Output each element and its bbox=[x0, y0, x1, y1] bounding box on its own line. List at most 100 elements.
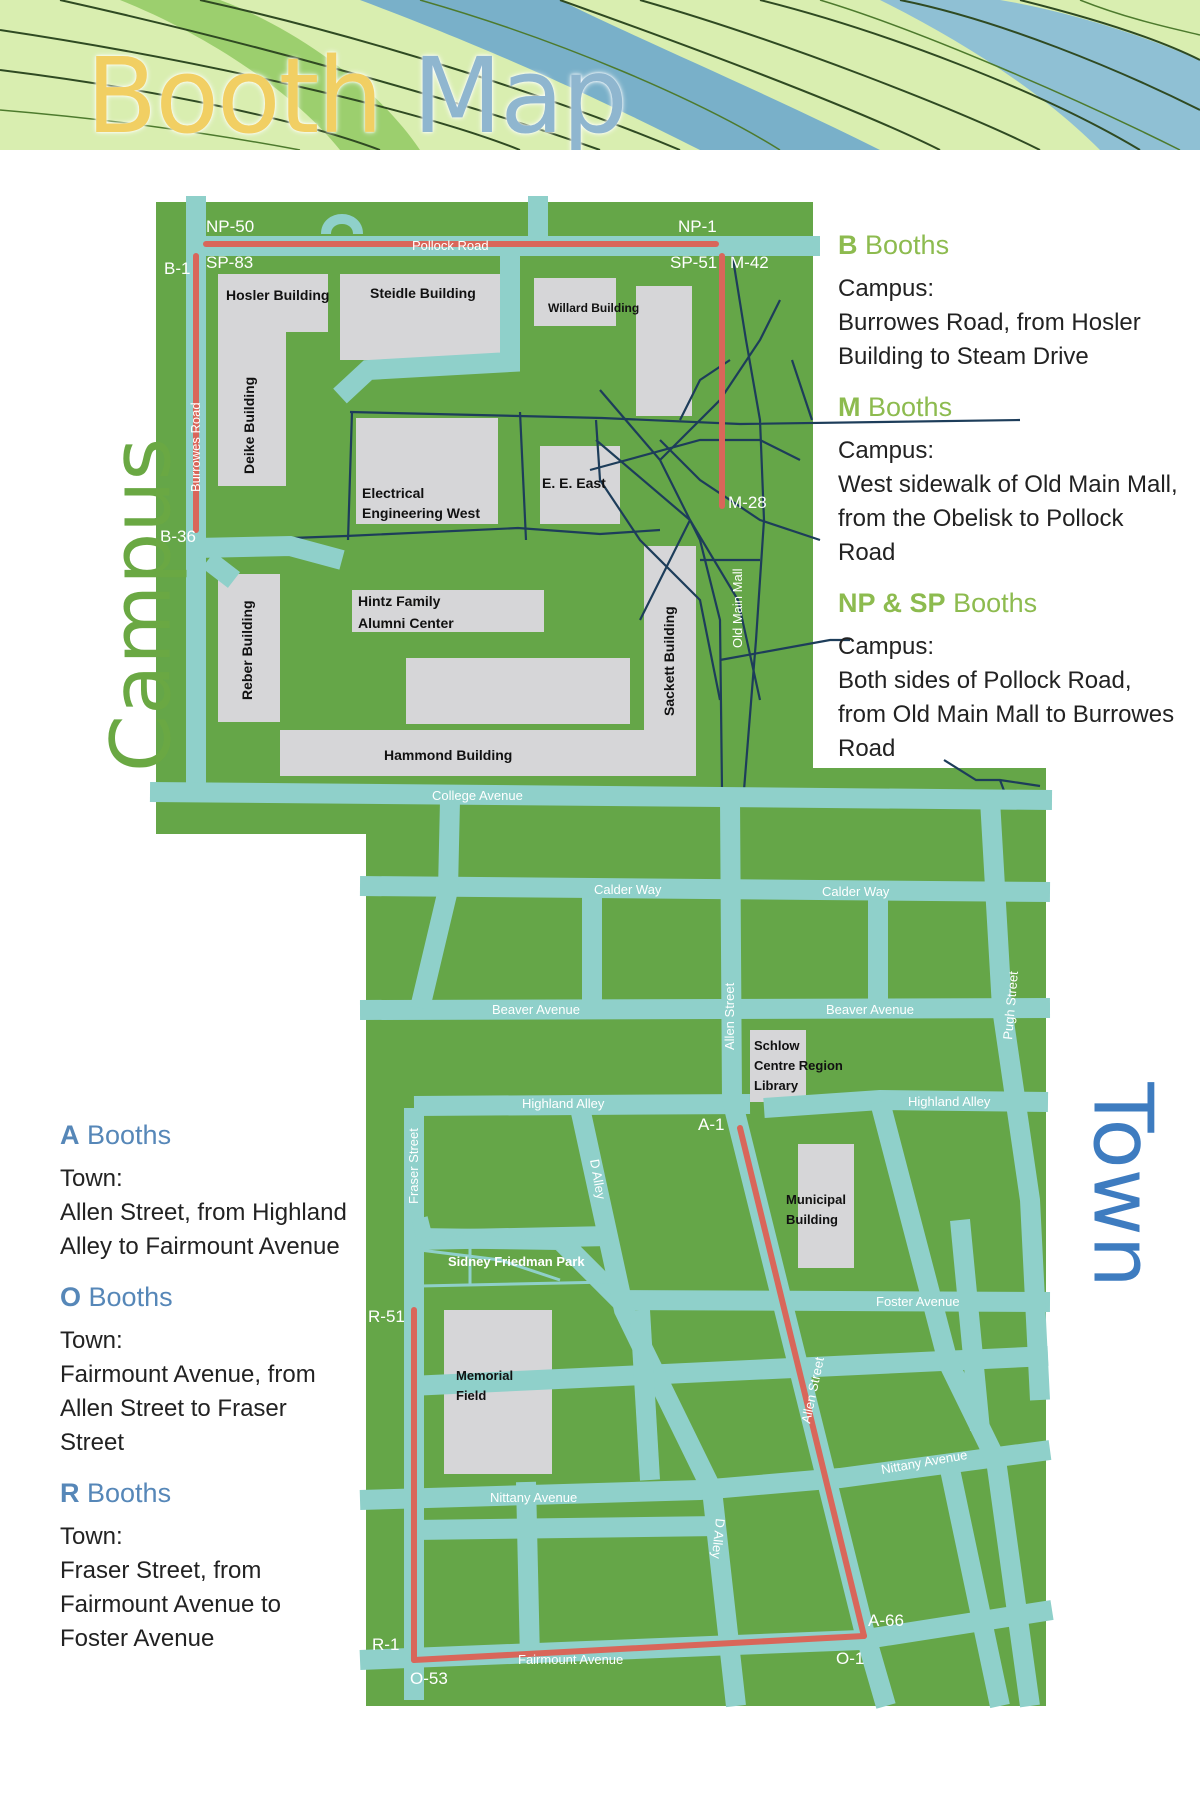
legend-m-word: Booths bbox=[868, 392, 953, 422]
title-word-map: Map bbox=[412, 35, 627, 150]
eew-building bbox=[356, 418, 498, 524]
legend-b-desc: Burrowes Road, from Hosler Building to S… bbox=[838, 309, 1141, 370]
a-route bbox=[737, 1125, 867, 1639]
legend-a-word: Booths bbox=[87, 1120, 172, 1150]
label-memorial-2: Field bbox=[456, 1388, 486, 1403]
legend-b-area: Campus: bbox=[838, 275, 935, 302]
label-eew-1: Electrical bbox=[362, 485, 424, 501]
header-banner: Booth Map bbox=[0, 0, 1200, 150]
label-hintz-2: Alumni Center bbox=[358, 615, 454, 631]
legend-r-area: Town: bbox=[60, 1523, 123, 1550]
label-hammond: Hammond Building bbox=[384, 747, 512, 763]
town-legend: A Booths Town: Allen Street, from Highla… bbox=[60, 1118, 350, 1672]
legend-r-letter: R bbox=[60, 1478, 80, 1508]
legend-npsp-letter: NP & SP bbox=[838, 588, 946, 618]
pugh-street bbox=[980, 799, 1050, 1401]
label-beaver-2: Beaver Avenue bbox=[826, 1002, 914, 1017]
label-deike: Deike Building bbox=[241, 377, 257, 474]
label-college: College Avenue bbox=[432, 788, 523, 803]
label-hosler: Hosler Building bbox=[226, 287, 329, 303]
label-burrowes: Burrowes Road bbox=[188, 402, 203, 492]
d-alley bbox=[570, 1105, 746, 1708]
label-allen-1: Allen Street bbox=[722, 982, 737, 1050]
pollock-loop bbox=[321, 214, 363, 235]
marker-a66: A-66 bbox=[868, 1611, 904, 1630]
calder-way bbox=[359, 876, 1051, 902]
marker-a1: A-1 bbox=[698, 1115, 724, 1134]
eeeast-building bbox=[540, 446, 620, 524]
legend-r-desc: Fraser Street, from Fairmount Avenue to … bbox=[60, 1557, 282, 1652]
marker-b1: B-1 bbox=[164, 259, 190, 278]
legend-m-area: Campus: bbox=[838, 437, 935, 464]
label-eeeast: E. E. East bbox=[542, 475, 606, 491]
label-calder-1: Calder Way bbox=[594, 882, 662, 897]
marker-m28: M-28 bbox=[728, 493, 767, 512]
legend-a-letter: A bbox=[60, 1120, 80, 1150]
label-park: Sidney Friedman Park bbox=[448, 1254, 585, 1269]
hintz-building bbox=[352, 590, 544, 632]
label-schlow-3: Library bbox=[754, 1078, 799, 1093]
label-fairmount: Fairmount Avenue bbox=[518, 1652, 623, 1667]
label-reber: Reber Building bbox=[239, 600, 255, 700]
legend-o-letter: O bbox=[60, 1282, 82, 1312]
building-labels: Hosler Building Steidle Building Willard… bbox=[226, 285, 846, 1403]
campus-legend: B Booths Campus: Burrowes Road, from Hos… bbox=[838, 228, 1178, 782]
legend-o-word: Booths bbox=[88, 1282, 173, 1312]
label-fraser: Fraser Street bbox=[406, 1128, 421, 1204]
beaver-avenue bbox=[359, 998, 1051, 1020]
legend-m-desc: West sidewalk of Old Main Mall, from the… bbox=[838, 471, 1178, 566]
label-municipal-1: Municipal bbox=[786, 1192, 846, 1207]
municipal-building bbox=[798, 1144, 854, 1268]
label-steidle: Steidle Building bbox=[370, 285, 476, 301]
legend-npsp: NP & SP Booths Campus: Both sides of Pol… bbox=[838, 586, 1178, 766]
label-municipal-2: Building bbox=[786, 1212, 838, 1227]
label-highland-1: Highland Alley bbox=[522, 1096, 605, 1111]
legend-npsp-word: Booths bbox=[953, 588, 1038, 618]
palm-leaf-banner bbox=[0, 0, 1200, 150]
label-calder-2: Calder Way bbox=[822, 884, 890, 899]
campus-side-label: Campus bbox=[94, 437, 190, 773]
street-labels: Pollock Road Burrowes Road Old Main Mall… bbox=[188, 238, 1021, 1667]
highland-alley bbox=[413, 1094, 751, 1116]
label-eew-2: Engineering West bbox=[362, 505, 480, 521]
legend-o: O Booths Town: Fairmount Avenue, from Al… bbox=[60, 1280, 350, 1460]
college-avenue bbox=[149, 782, 1053, 810]
deike-building bbox=[218, 330, 286, 486]
label-beaver-1: Beaver Avenue bbox=[492, 1002, 580, 1017]
buildings bbox=[218, 274, 854, 1474]
willard-building-wing bbox=[636, 286, 692, 416]
o-route bbox=[411, 1633, 867, 1663]
legend-b-letter: B bbox=[838, 230, 858, 260]
lab-building bbox=[406, 658, 630, 724]
page-title: Booth Map bbox=[86, 35, 628, 150]
marker-sp83: SP-83 bbox=[206, 253, 253, 272]
legend-b: B Booths Campus: Burrowes Road, from Hos… bbox=[838, 228, 1178, 374]
legend-m-letter: M bbox=[838, 392, 861, 422]
legend-b-word: Booths bbox=[865, 230, 950, 260]
marker-o1: O-1 bbox=[836, 1649, 864, 1668]
legend-a-area: Town: bbox=[60, 1165, 123, 1192]
legend-npsp-area: Campus: bbox=[838, 633, 935, 660]
label-hintz-1: Hintz Family bbox=[358, 593, 441, 609]
legend-r-word: Booths bbox=[87, 1478, 172, 1508]
marker-r51: R-51 bbox=[368, 1307, 405, 1326]
legend-npsp-desc: Both sides of Pollock Road, from Old Mai… bbox=[838, 667, 1175, 762]
label-willard: Willard Building bbox=[548, 301, 639, 315]
marker-np50: NP-50 bbox=[206, 217, 254, 236]
marker-b36: B-36 bbox=[160, 527, 196, 546]
label-sackett: Sackett Building bbox=[661, 606, 677, 716]
label-foster: Foster Avenue bbox=[876, 1294, 960, 1309]
willard-building bbox=[534, 278, 616, 326]
hosler-building bbox=[218, 274, 328, 332]
marker-r1: R-1 bbox=[372, 1635, 399, 1654]
label-pollock: Pollock Road bbox=[412, 238, 489, 253]
label-pugh: Pugh Street bbox=[1000, 970, 1021, 1040]
label-dalley-2: D Alley bbox=[709, 1518, 728, 1560]
legend-o-area: Town: bbox=[60, 1327, 123, 1354]
legend-m: M Booths Campus: West sidewalk of Old Ma… bbox=[838, 390, 1178, 570]
hammond-building bbox=[280, 730, 692, 776]
pollock-connector bbox=[333, 246, 520, 404]
label-memorial-1: Memorial bbox=[456, 1368, 513, 1383]
title-word-booth: Booth bbox=[86, 35, 383, 150]
